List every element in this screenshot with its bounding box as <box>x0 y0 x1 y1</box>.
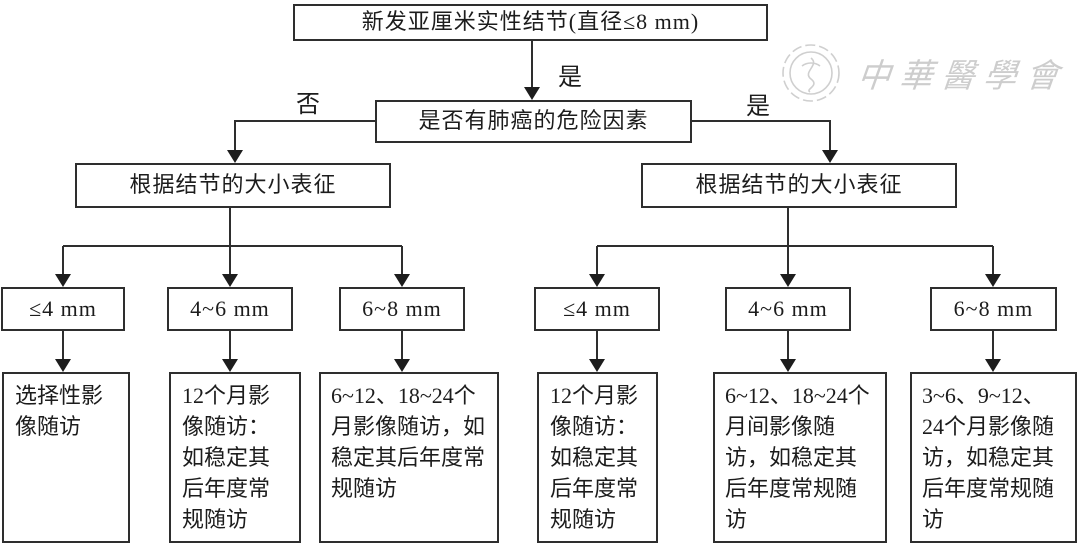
decision-node-label: 是否有肺癌的危险因素 <box>418 108 649 134</box>
size-label: 6~8 mm <box>953 295 1034 321</box>
leaf-node-left-3: 6~12、18~24个月影像随访，如稳定其后年度常规随访 <box>319 372 499 543</box>
group-node-left-label: 根据结节的大小表征 <box>129 172 337 198</box>
size-label: 4~6 mm <box>748 295 828 321</box>
root-node-label: 新发亚厘米实性结节(直径≤8 mm) <box>361 9 700 35</box>
branch-label-no: 否 <box>296 92 320 118</box>
leaf-node-right-2: 6~12、18~24个月间影像随访，如稳定其后年度常规随访 <box>713 372 887 543</box>
size-label: ≤4 mm <box>29 295 97 321</box>
decision-node: 是否有肺癌的危险因素 <box>375 100 692 143</box>
size-label: 6~8 mm <box>362 295 442 321</box>
leaf-node-right-3: 3~6、9~12、24个月影像随访，如稳定其后年度常规随访 <box>910 372 1077 543</box>
size-node-left-4to6mm: 4~6 mm <box>167 287 293 331</box>
branch-label-yes: 是 <box>746 94 770 120</box>
branch-label-yes-root: 是 <box>558 65 582 91</box>
size-node-left-6to8mm: 6~8 mm <box>339 287 465 331</box>
leaf-node-right-1: 12个月影像随访：如稳定其后年度常规随访 <box>537 372 658 543</box>
size-label: ≤4 mm <box>563 295 631 321</box>
group-node-right-label: 根据结节的大小表征 <box>695 172 903 198</box>
size-node-right-le4mm: ≤4 mm <box>534 287 660 331</box>
size-label: 4~6 mm <box>190 295 270 321</box>
leaf-text: 3~6、9~12、24个月影像随访，如稳定其后年度常规随访 <box>922 383 1055 532</box>
root-node: 新发亚厘米实性结节(直径≤8 mm) <box>293 4 768 41</box>
size-node-right-4to6mm: 4~6 mm <box>725 287 851 331</box>
group-node-left: 根据结节的大小表征 <box>75 163 391 208</box>
leaf-text: 6~12、18~24个月间影像随访，如稳定其后年度常规随访 <box>725 383 870 532</box>
leaf-text: 6~12、18~24个月影像随访，如稳定其后年度常规随访 <box>331 383 486 501</box>
leaf-text: 12个月影像随访：如稳定其后年度常规随访 <box>550 383 639 532</box>
group-node-right: 根据结节的大小表征 <box>641 163 957 208</box>
leaf-node-left-2: 12个月影像随访：如稳定其后年度常规随访 <box>169 372 301 543</box>
leaf-node-left-1: 选择性影像随访 <box>2 372 130 543</box>
leaf-text: 选择性影像随访 <box>15 383 104 439</box>
leaf-text: 12个月影像随访：如稳定其后年度常规随访 <box>182 383 271 532</box>
size-node-right-6to8mm: 6~8 mm <box>930 287 1057 331</box>
size-node-left-le4mm: ≤4 mm <box>1 287 125 331</box>
